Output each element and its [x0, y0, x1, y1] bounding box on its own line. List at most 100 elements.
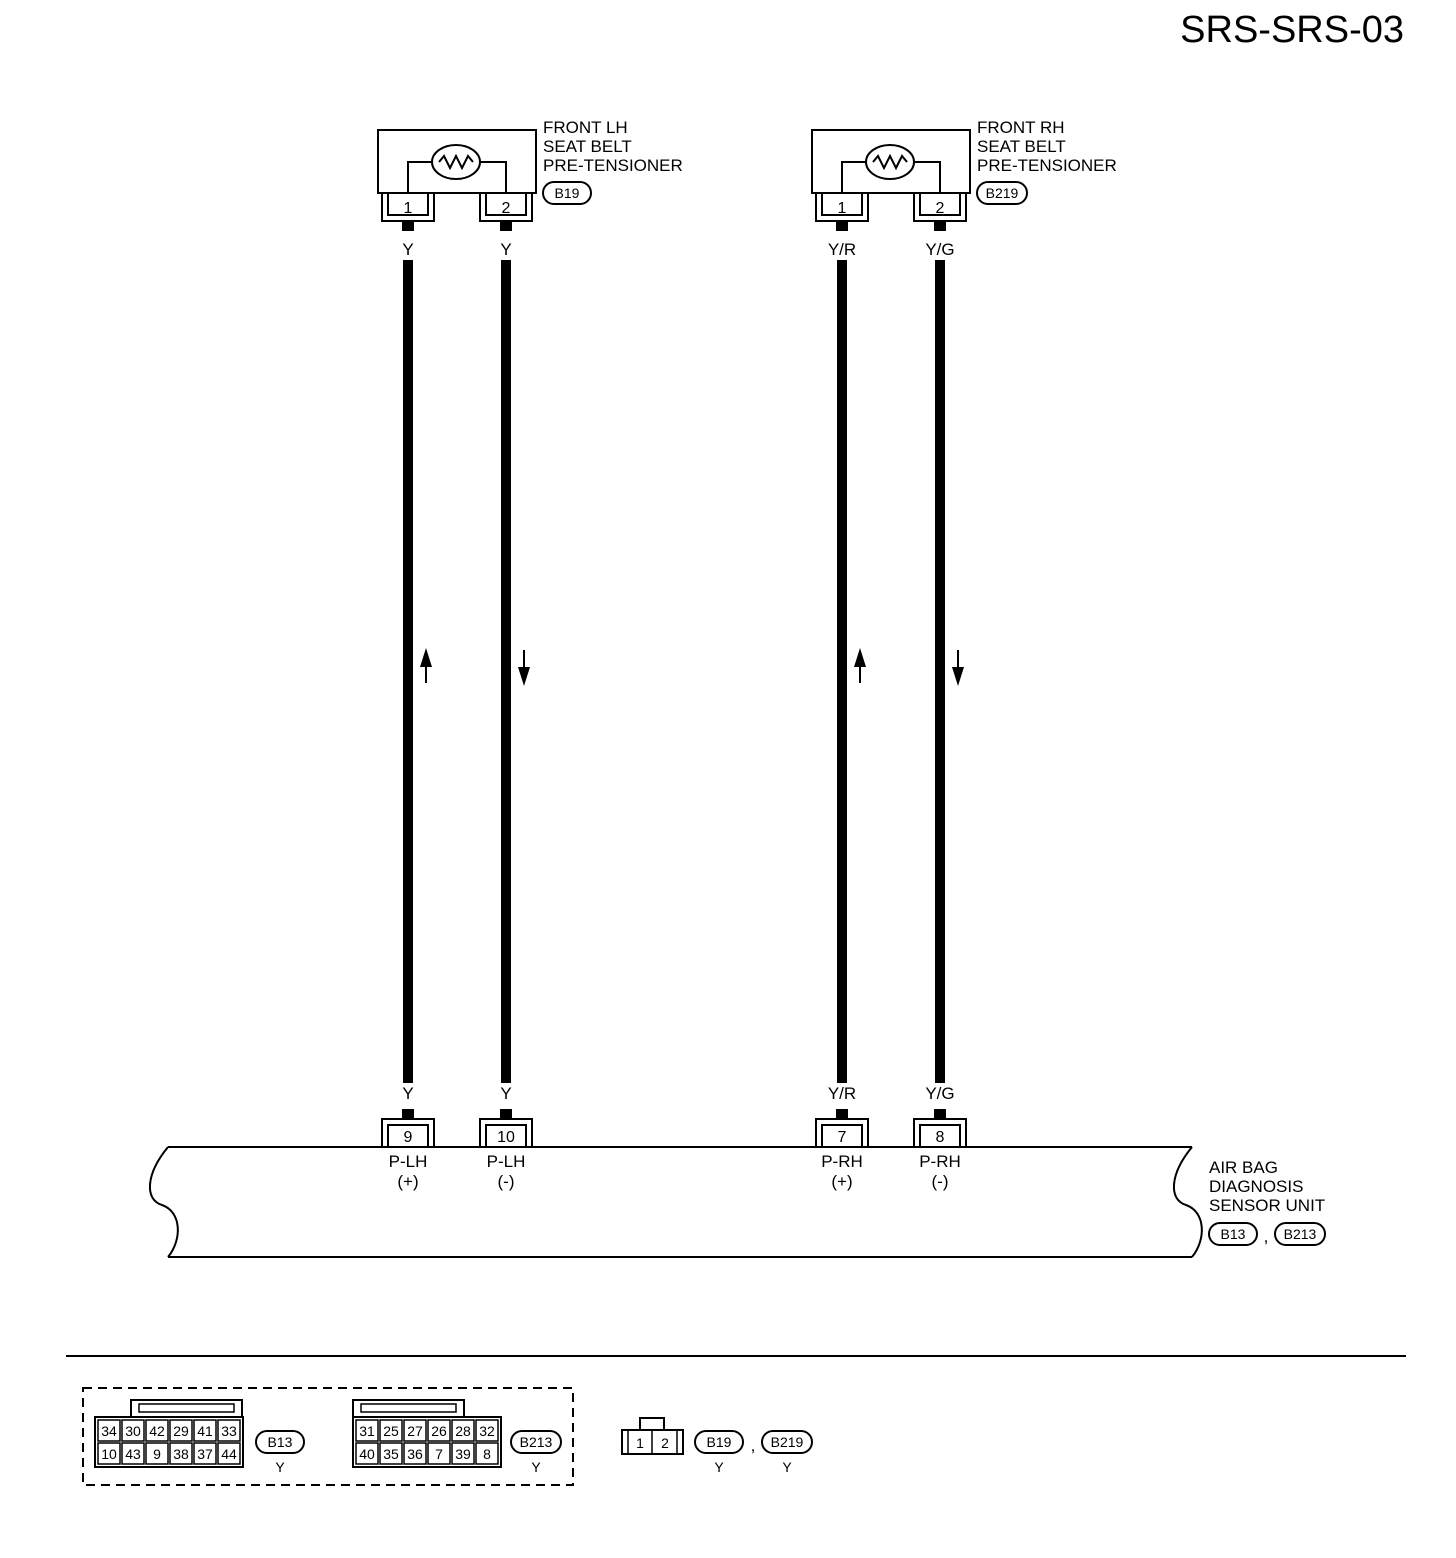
wire-line [935, 260, 945, 1083]
current-flow-up-arrow [420, 648, 432, 683]
unit-pin: 8 [936, 1129, 945, 1146]
unit-name-line1: AIR BAG [1209, 1158, 1278, 1177]
current-flow-down-arrow [952, 650, 964, 686]
unit-connector-2: B213 [1284, 1226, 1317, 1242]
pin-number: 1 [636, 1435, 644, 1451]
connector-id-badge [1274, 1222, 1326, 1246]
rh-connector-id: B219 [986, 185, 1019, 201]
connector-cell [475, 1419, 499, 1442]
connector-cell [217, 1419, 241, 1442]
wire-color-label: Y [402, 240, 413, 259]
break-line-right [1172, 1146, 1203, 1258]
pin-number: 9 [153, 1446, 161, 1462]
rh-pin-1: 1 [838, 200, 847, 217]
connector-cell [403, 1442, 427, 1465]
pin-number: 37 [197, 1446, 213, 1462]
wire-color-label: Y/R [828, 1084, 856, 1103]
wire-color-label: Y/G [925, 240, 954, 259]
connector-view-b19-b219: 1 2 B19 Y , B219 Y [621, 1417, 813, 1475]
connector-cell [475, 1442, 499, 1465]
wire-color-label: Y/G [925, 1084, 954, 1103]
unit-connector-1: B13 [1221, 1226, 1246, 1242]
lh-pin-2: 2 [502, 200, 511, 217]
connector-cell [145, 1442, 169, 1465]
pin-number: 27 [407, 1423, 423, 1439]
connector-color: Y [275, 1459, 285, 1475]
lh-connector-id: B19 [555, 185, 580, 201]
pin-number: 42 [149, 1423, 165, 1439]
pin-number: 31 [359, 1423, 375, 1439]
connector-cell [169, 1442, 193, 1465]
connector-cell [121, 1442, 145, 1465]
terminal-function: P-RH [919, 1152, 961, 1171]
pin-number: 36 [407, 1446, 423, 1462]
terminal-function: P-LH [487, 1152, 526, 1171]
pin-number: 41 [197, 1423, 213, 1439]
wire-color-label: Y/R [828, 240, 856, 259]
connector-cell [193, 1442, 217, 1465]
unit-pin: 7 [838, 1129, 847, 1146]
connector-id: B13 [268, 1434, 293, 1450]
connector-id-badge [542, 181, 592, 205]
connector-cell [451, 1442, 475, 1465]
wire-line [403, 260, 413, 1083]
terminal-polarity: (-) [932, 1172, 949, 1191]
pin-number: 32 [479, 1423, 495, 1439]
connector-id-badge [510, 1430, 562, 1454]
wire-lh-plus: Y Y [402, 240, 432, 1103]
pin-number: 38 [173, 1446, 189, 1462]
wire-line [501, 260, 511, 1083]
connector-id-badge [694, 1430, 744, 1454]
connector-cell [193, 1419, 217, 1442]
connector-cell [217, 1442, 241, 1465]
terminal-polarity: (+) [397, 1172, 418, 1191]
pin-number: 39 [455, 1446, 471, 1462]
connector-cell [403, 1419, 427, 1442]
connector-cell [121, 1419, 145, 1442]
pin-number: 8 [483, 1446, 491, 1462]
unit-pin: 9 [404, 1129, 413, 1146]
pin-number: 43 [125, 1446, 141, 1462]
terminal-function: P-RH [821, 1152, 863, 1171]
connector-id: B19 [707, 1434, 732, 1450]
wire-color-label: Y [500, 1084, 511, 1103]
connector-cell [169, 1419, 193, 1442]
wire-line [837, 260, 847, 1083]
pin-number: 26 [431, 1423, 447, 1439]
connector-cell [355, 1442, 379, 1465]
pin-number: 44 [221, 1446, 237, 1462]
connector-group-frame [82, 1387, 574, 1486]
pin-number: 10 [101, 1446, 117, 1462]
connector-id: B219 [771, 1434, 804, 1450]
connector-cell [355, 1419, 379, 1442]
unit-name-line2: DIAGNOSIS [1209, 1177, 1303, 1196]
lh-name-line1: FRONT LH [543, 118, 628, 137]
connector-separator: , [1264, 1227, 1269, 1246]
lh-name-line2: SEAT BELT [543, 137, 632, 156]
pin-number: 34 [101, 1423, 117, 1439]
rh-name-line2: SEAT BELT [977, 137, 1066, 156]
pin-number: 29 [173, 1423, 189, 1439]
air-bag-sensor-unit: 9 P-LH (+) 10 P-LH (-) 7 P-RH (+) 8 P-RH… [148, 1108, 1326, 1258]
connector-separator: , [751, 1436, 756, 1455]
pin-number: 35 [383, 1446, 399, 1462]
rh-name-line3: PRE-TENSIONER [977, 156, 1117, 175]
connector-id-badge [761, 1430, 813, 1454]
pin-number: 30 [125, 1423, 141, 1439]
rh-pretensioner: FRONT RH SEAT BELT PRE-TENSIONER B219 1 … [811, 118, 1117, 232]
connector-color: Y [714, 1459, 724, 1475]
connector-cell [379, 1419, 403, 1442]
lh-name-line3: PRE-TENSIONER [543, 156, 683, 175]
pin-number: 25 [383, 1423, 399, 1439]
pin-number: 28 [455, 1423, 471, 1439]
terminal-polarity: (+) [831, 1172, 852, 1191]
connector-cell [145, 1419, 169, 1442]
connector-cell [97, 1442, 121, 1465]
wire-rh-plus: Y/R Y/R [828, 240, 866, 1103]
rh-pin-2: 2 [936, 200, 945, 217]
current-flow-up-arrow [854, 648, 866, 683]
page-code: SRS-SRS-03 [1180, 9, 1404, 51]
